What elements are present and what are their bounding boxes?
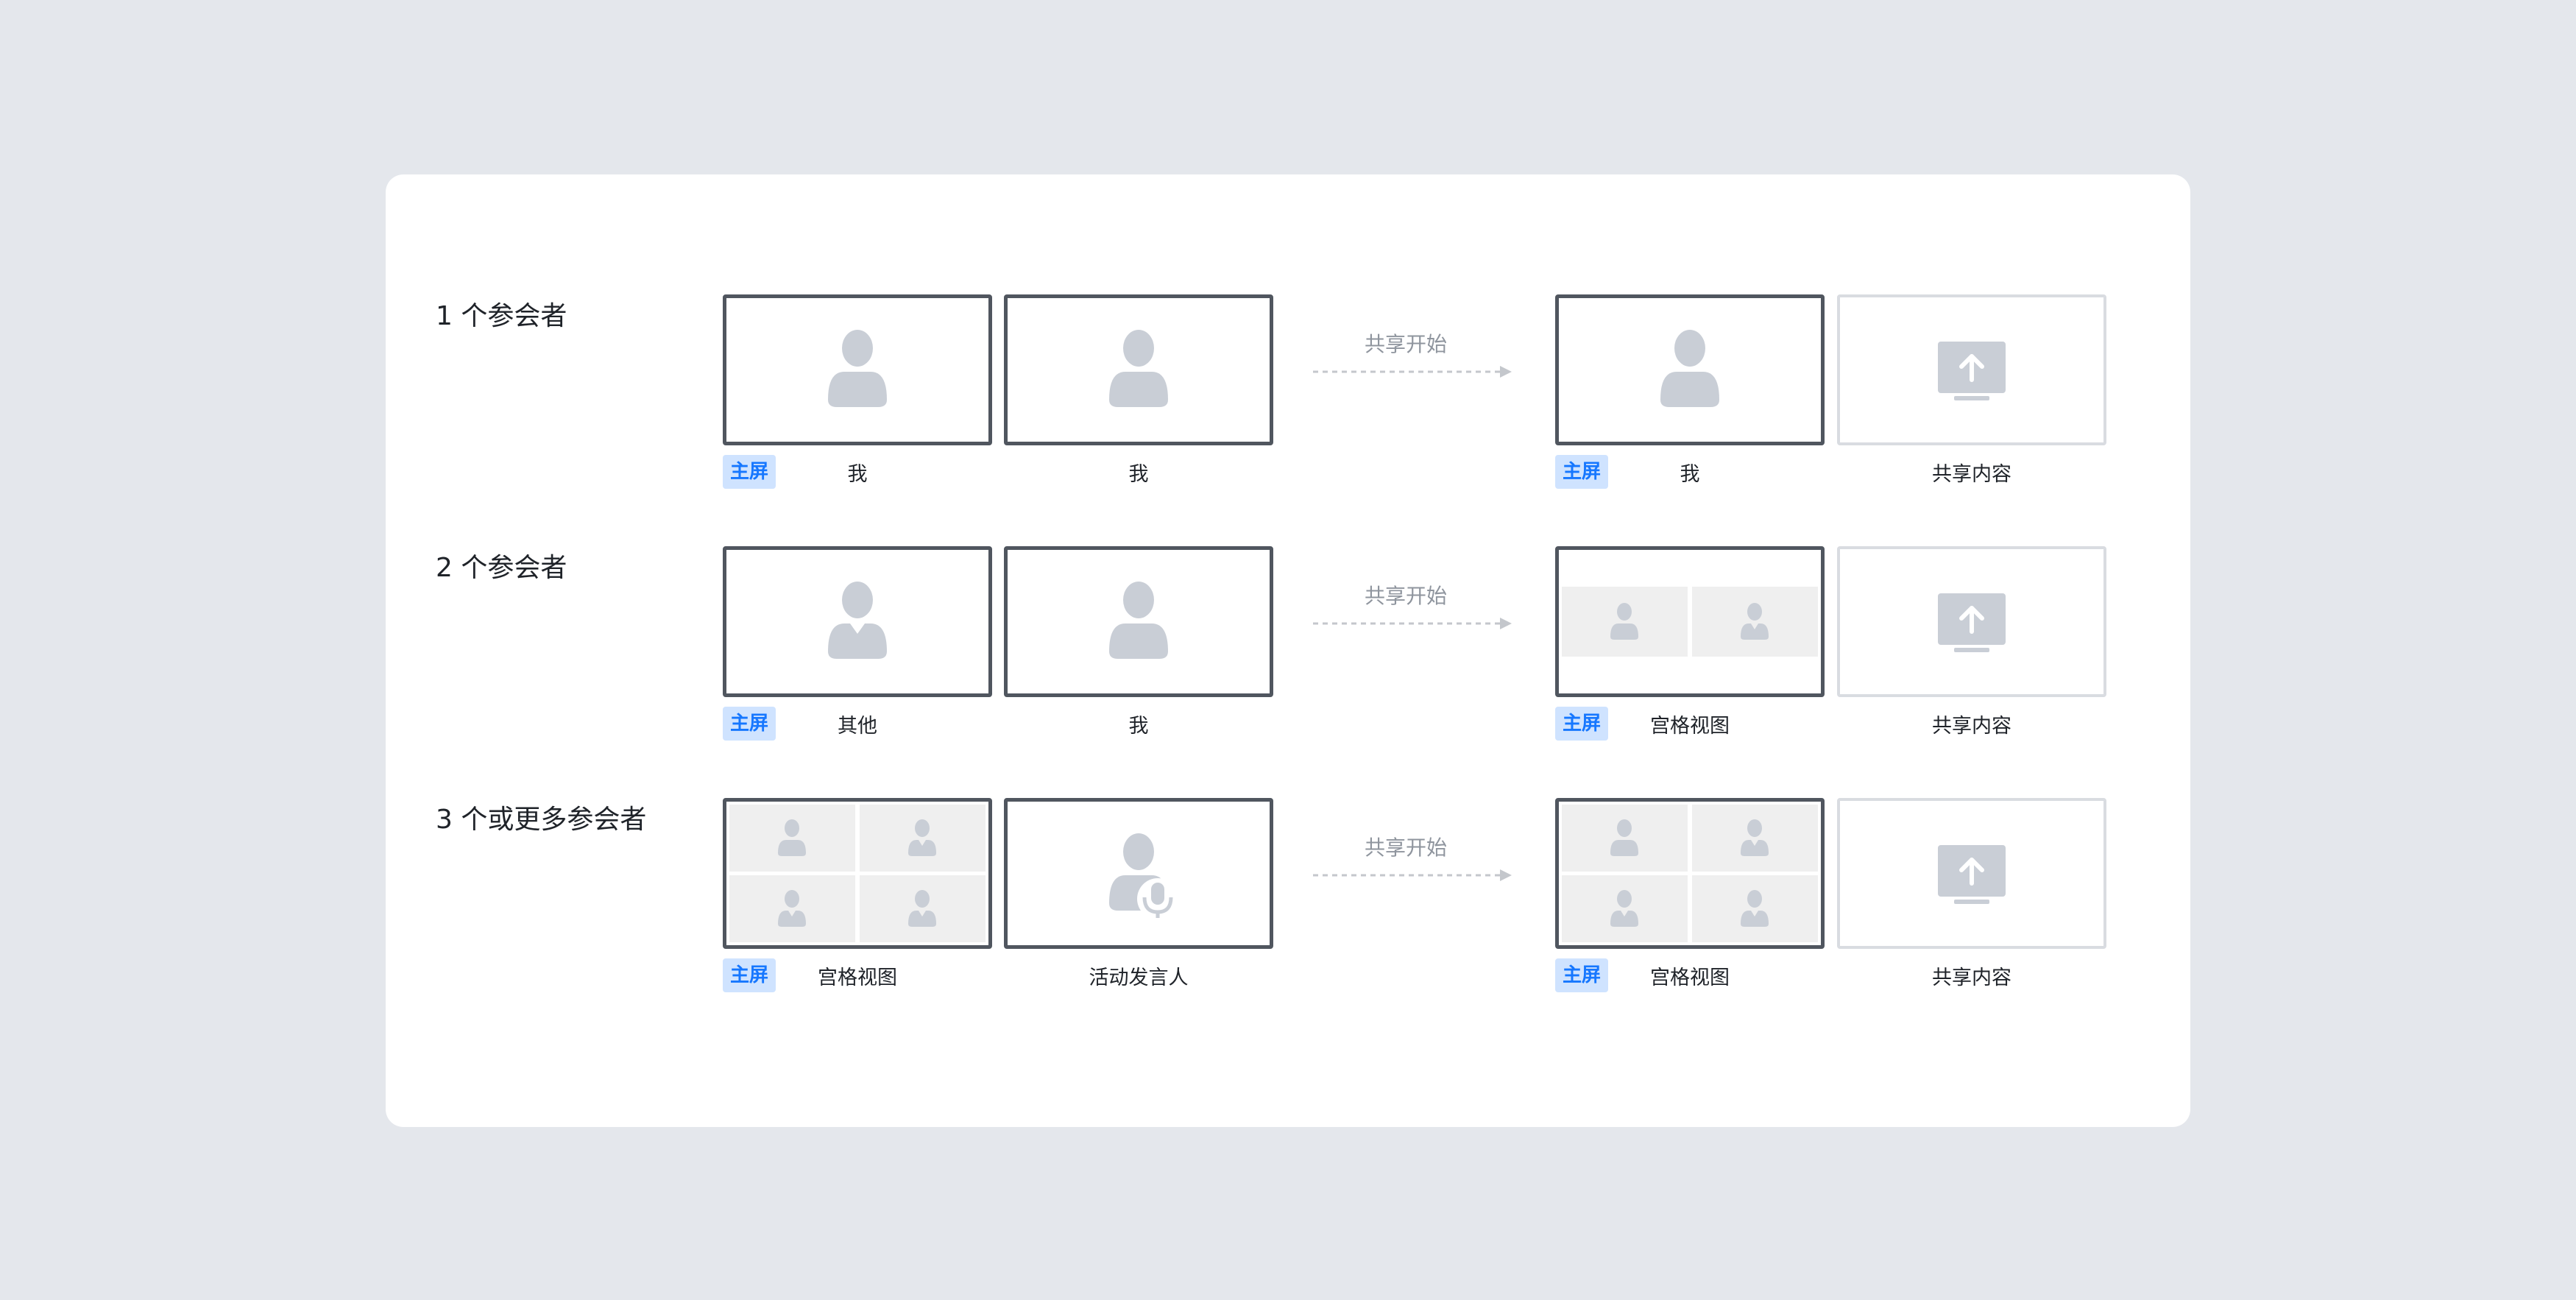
caption-row1-main: 我 (847, 463, 868, 486)
arrow-right-icon (1313, 366, 1512, 378)
caption-row3-second: 活动发言人 (1089, 967, 1189, 989)
caption-row2-main: 其他 (838, 715, 877, 738)
caption-row2-second: 我 (1128, 715, 1149, 738)
person-icon (828, 330, 887, 407)
main-screen-tag-row3-after: 主屏 (1555, 958, 1608, 992)
screen-row3-second (1004, 798, 1273, 949)
arrow-right-icon (1313, 869, 1512, 881)
screen-row1-main (723, 294, 992, 445)
person-icon (1109, 582, 1168, 659)
caption-row2-after-main: 宫格视图 (1650, 715, 1730, 738)
caption-row3-after-main: 宫格视图 (1650, 967, 1730, 989)
screen-row3-share (1837, 798, 2106, 949)
screen-row2-share (1837, 546, 2106, 697)
caption-row1-share: 共享内容 (1932, 463, 2011, 486)
four-tile-grid (729, 805, 986, 942)
speaker-icon (1109, 833, 1178, 919)
caption-row2-share: 共享内容 (1932, 715, 2011, 738)
main-screen-tag-row1-after: 主屏 (1555, 455, 1608, 489)
caption-row3-main: 宫格视图 (818, 967, 897, 989)
main-screen-tag-row3: 主屏 (723, 958, 776, 992)
caption-row1-second: 我 (1128, 463, 1149, 486)
person-tie-icon (828, 582, 887, 659)
row-label-2: 2 个参会者 (436, 553, 567, 583)
caption-row1-after-main: 我 (1680, 463, 1700, 486)
arrow-label-row1: 共享开始 (1364, 332, 1447, 356)
main-screen-tag-row2-after: 主屏 (1555, 707, 1608, 741)
screen-row2-after-main (1555, 546, 1825, 697)
person-icon (1660, 330, 1719, 407)
screen-row1-second (1004, 294, 1273, 445)
screen-row3-after-main (1555, 798, 1825, 949)
screen-row2-second (1004, 546, 1273, 697)
screen-row3-main (723, 798, 992, 949)
person-icon (1109, 330, 1168, 407)
share-screen-icon (1938, 845, 2006, 904)
main-screen-tag-row2: 主屏 (723, 707, 776, 741)
screen-row1-after-main (1555, 294, 1825, 445)
screen-row2-main (723, 546, 992, 697)
row-label-1: 1 个参会者 (436, 301, 567, 331)
share-screen-icon (1938, 342, 2006, 400)
arrow-label-row3: 共享开始 (1364, 836, 1447, 860)
caption-row3-share: 共享内容 (1932, 967, 2011, 989)
row-label-3: 3 个或更多参会者 (436, 805, 647, 835)
screen-row1-share (1837, 294, 2106, 445)
four-tile-grid (1562, 805, 1818, 942)
arrow-label-row2: 共享开始 (1364, 584, 1447, 608)
share-screen-icon (1938, 593, 2006, 652)
two-tile-grid (1562, 587, 1818, 657)
main-screen-tag-row1: 主屏 (723, 455, 776, 489)
arrow-right-icon (1313, 618, 1512, 629)
